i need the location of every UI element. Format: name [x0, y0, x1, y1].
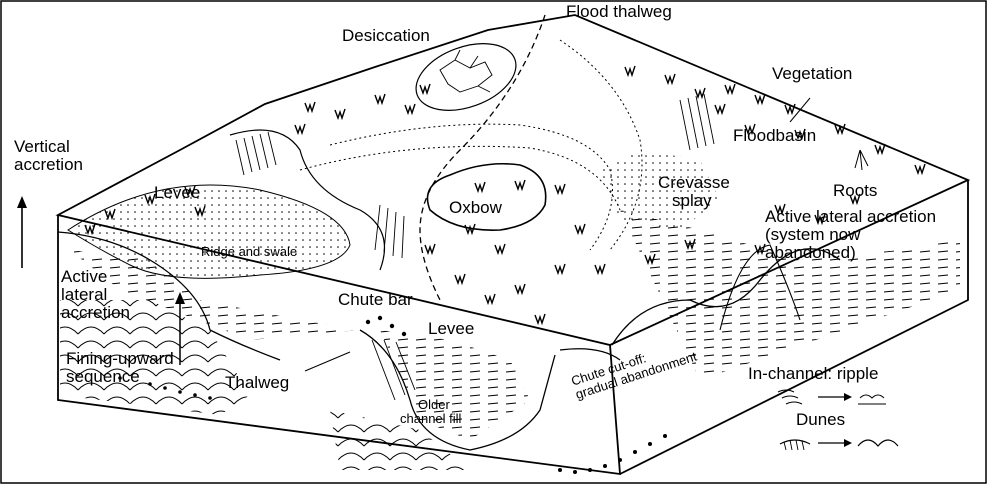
oxbow-lake	[428, 164, 546, 230]
thalweg-leader	[305, 352, 350, 371]
label-vegetation: Vegetation	[772, 65, 852, 83]
label-thalweg: Thalweg	[225, 374, 289, 392]
label-chute-bar: Chute bar	[338, 291, 413, 309]
label-active-lateral-accretion-right: Active lateral accretion (system now aba…	[765, 208, 936, 262]
label-crevasse-splay: Crevasse splay	[658, 174, 730, 210]
arrow-up-icon	[17, 196, 27, 268]
label-floodbasin: Floodbasin	[733, 127, 816, 145]
label-vertical-accretion: Vertical accretion	[14, 138, 83, 174]
label-ridge-and-swale: Ridge and swale	[201, 245, 297, 259]
label-desiccation: Desiccation	[342, 27, 430, 45]
label-flood-thalweg: Flood thalweg	[566, 3, 672, 21]
label-active-lateral-accretion-left: Active lateral accretion	[61, 268, 130, 322]
label-older-channel-fill: Older channel fill	[400, 398, 461, 425]
dune-symbol-icon	[780, 439, 898, 450]
label-levee-center: Levee	[428, 320, 474, 338]
label-dunes: Dunes	[796, 411, 845, 429]
roots-symbol	[855, 150, 868, 170]
label-roots: Roots	[833, 182, 877, 200]
label-in-channel-ripple: In-channel: ripple	[748, 365, 878, 383]
label-fining-upward-sequence: Fining-upward sequence	[66, 350, 174, 386]
label-oxbow: Oxbow	[449, 199, 502, 217]
label-levee-left: Levee	[154, 184, 200, 202]
ripple-symbol-icon	[778, 390, 886, 404]
